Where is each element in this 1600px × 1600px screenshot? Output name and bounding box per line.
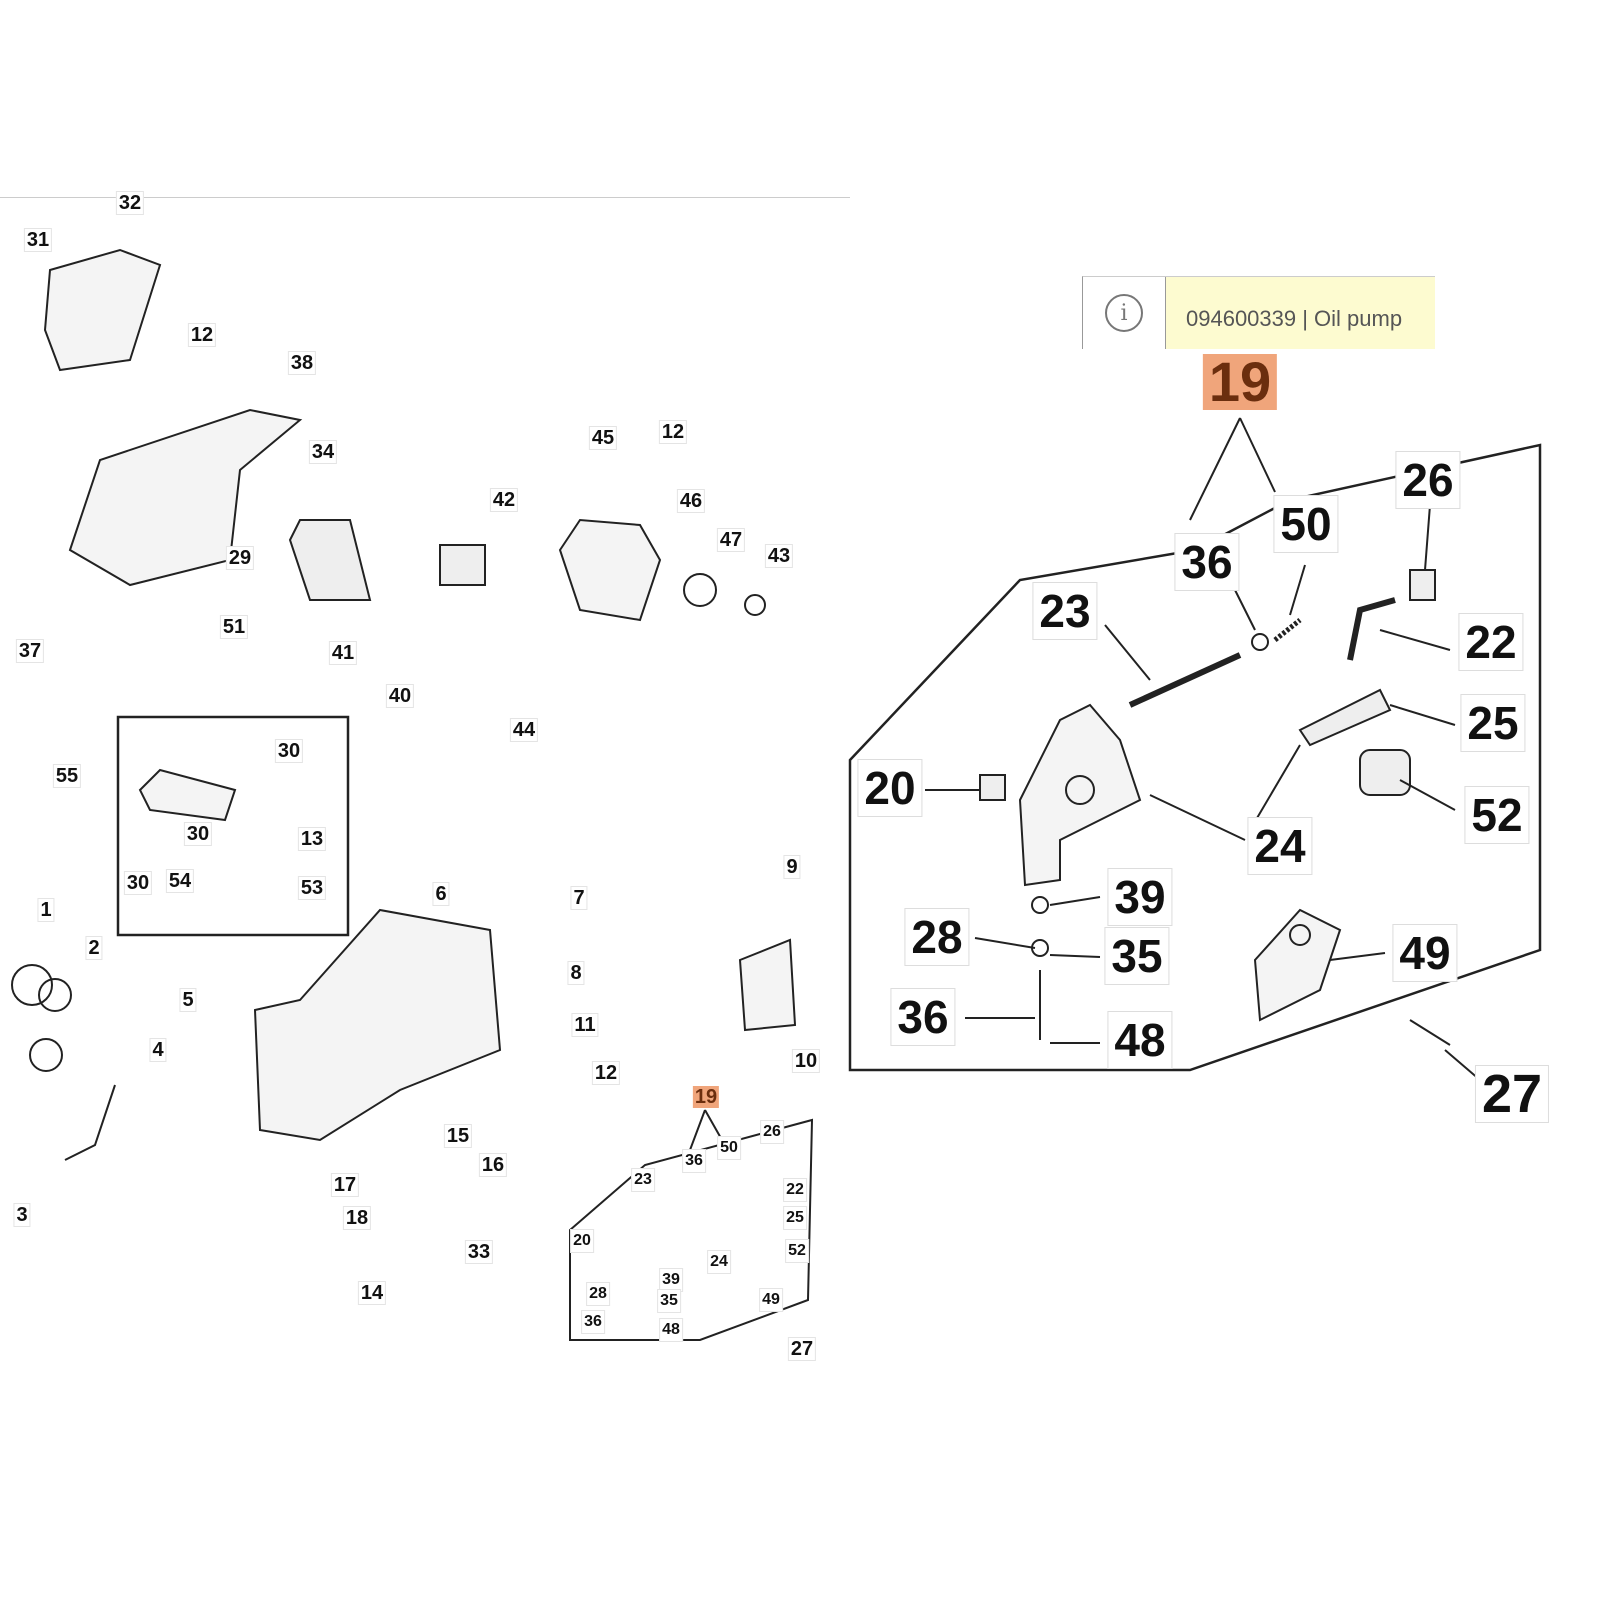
callout[interactable]: 24 [1247,817,1313,875]
callout-highlighted[interactable]: 19 [692,1086,720,1108]
callout[interactable]: 24 [707,1250,731,1274]
callout[interactable]: 49 [759,1288,783,1312]
callout[interactable]: 32 [115,191,145,215]
callout[interactable]: 36 [890,988,956,1046]
callout[interactable]: 20 [570,1229,594,1253]
callout[interactable]: 16 [478,1153,508,1177]
callout[interactable]: 46 [676,489,706,513]
callout[interactable]: 23 [631,1168,655,1192]
callout[interactable]: 37 [15,639,45,663]
callout[interactable]: 48 [659,1318,683,1342]
callout[interactable]: 36 [682,1149,706,1173]
divider-line [0,197,850,198]
callout[interactable]: 25 [1460,694,1526,752]
callout[interactable]: 52 [785,1239,809,1263]
callout[interactable]: 43 [764,544,794,568]
callout[interactable]: 5 [179,988,197,1012]
callout[interactable]: 47 [716,528,746,552]
callout[interactable]: 22 [783,1178,807,1202]
tooltip-text: 094600339 | Oil pump [1166,277,1435,349]
callout[interactable]: 17 [330,1173,360,1197]
callout[interactable]: 4 [149,1038,167,1062]
callout[interactable]: 50 [1273,495,1339,553]
callout[interactable]: 13 [297,827,327,851]
callout[interactable]: 48 [1107,1011,1173,1069]
callout[interactable]: 12 [187,323,217,347]
callout[interactable]: 36 [1174,533,1240,591]
callout[interactable]: 22 [1458,613,1524,671]
callout[interactable]: 54 [165,869,195,893]
info-icon: i [1083,277,1166,349]
callout[interactable]: 28 [904,908,970,966]
callout[interactable]: 1 [37,898,55,922]
callout[interactable]: 10 [791,1049,821,1073]
callout[interactable]: 18 [342,1206,372,1230]
callout[interactable]: 52 [1464,786,1530,844]
callout[interactable]: 26 [1395,451,1461,509]
callout[interactable]: 6 [432,882,450,906]
callout[interactable]: 49 [1392,924,1458,982]
callout[interactable]: 11 [571,1013,599,1037]
callout-highlighted[interactable]: 19 [1202,354,1278,410]
callout[interactable]: 27 [1474,1065,1550,1123]
callout[interactable]: 40 [385,684,415,708]
callout[interactable]: 27 [787,1337,817,1361]
callout[interactable]: 29 [225,546,255,570]
callout[interactable]: 51 [219,615,249,639]
callout[interactable]: 8 [567,961,585,985]
callout[interactable]: 12 [591,1061,621,1085]
callout[interactable]: 36 [581,1310,605,1334]
callout[interactable]: 41 [328,641,358,665]
callout[interactable]: 31 [23,228,53,252]
callout[interactable]: 26 [760,1120,784,1144]
part-tooltip: i 094600339 | Oil pump [1082,276,1435,349]
callout[interactable]: 35 [1104,927,1170,985]
callout[interactable]: 44 [509,718,539,742]
callout[interactable]: 14 [357,1281,387,1305]
callout[interactable]: 35 [657,1289,681,1313]
callout[interactable]: 39 [659,1268,683,1292]
callout[interactable]: 12 [658,420,688,444]
callout[interactable]: 39 [1107,868,1173,926]
callout[interactable]: 2 [85,936,103,960]
callout[interactable]: 38 [287,351,317,375]
callout[interactable]: 20 [857,759,923,817]
callout[interactable]: 9 [783,855,801,879]
callout[interactable]: 23 [1032,582,1098,640]
callout[interactable]: 33 [464,1240,494,1264]
callout[interactable]: 7 [570,886,588,910]
callout[interactable]: 30 [274,739,304,763]
callout[interactable]: 53 [297,876,327,900]
callout[interactable]: 45 [588,426,618,450]
callout[interactable]: 30 [183,822,213,846]
callout[interactable]: 3 [13,1203,31,1227]
callout[interactable]: 42 [489,488,519,512]
callout[interactable]: 28 [586,1282,610,1306]
callout[interactable]: 50 [717,1136,741,1160]
callout[interactable]: 55 [52,764,82,788]
callout[interactable]: 25 [783,1206,807,1230]
callout[interactable]: 15 [443,1124,473,1148]
callout[interactable]: 30 [123,871,153,895]
callout[interactable]: 34 [308,440,338,464]
